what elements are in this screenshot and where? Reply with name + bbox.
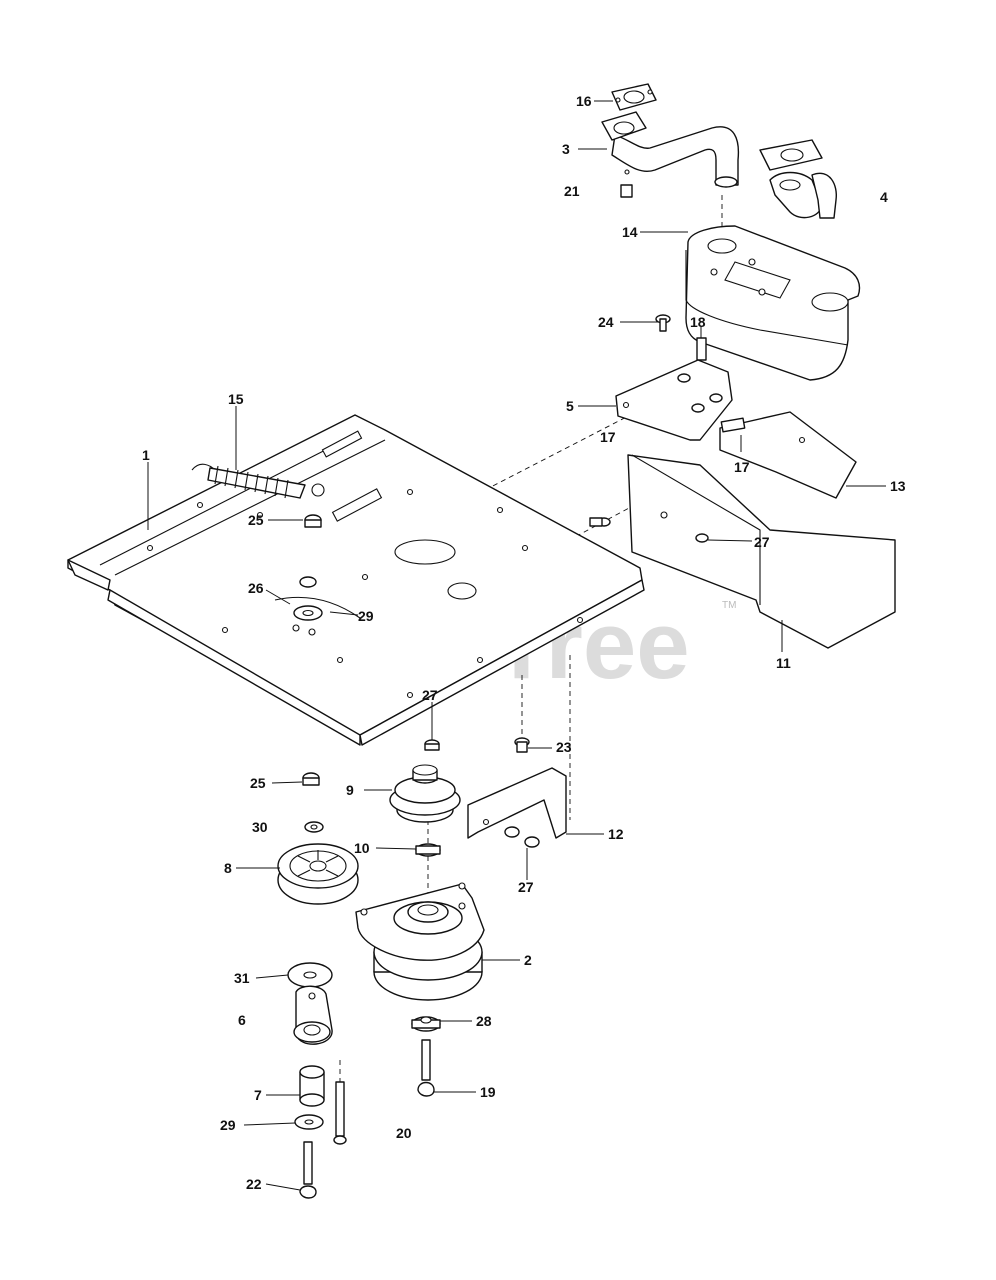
callout-8: 8 <box>224 860 232 876</box>
callout-25-upper: 25 <box>248 512 264 528</box>
callout-2: 2 <box>524 952 532 968</box>
washer-29 <box>294 1114 324 1130</box>
bolt-23 <box>514 737 530 753</box>
callout-23: 23 <box>556 739 572 755</box>
callout-14: 14 <box>622 224 638 240</box>
stud <box>696 337 707 361</box>
callout-12: 12 <box>608 826 624 842</box>
idler-pulley-upper <box>389 764 461 823</box>
heat-shield-lower <box>627 454 896 649</box>
washer-31 <box>287 962 333 988</box>
nut-lower <box>302 772 320 786</box>
callout-28: 28 <box>476 1013 492 1029</box>
callout-17-right: 17 <box>734 459 750 475</box>
exhaust-pipe <box>601 111 740 188</box>
clutch-bolt <box>417 1039 435 1097</box>
idler-pulley <box>277 843 359 905</box>
callout-27-lower: 27 <box>518 879 534 895</box>
callout-labels: 16 3 21 4 14 24 18 5 15 1 17 17 13 25 27… <box>142 93 906 1192</box>
muffler-bolt <box>655 314 671 332</box>
callout-7: 7 <box>254 1087 262 1103</box>
main-plate <box>67 414 645 746</box>
callout-5: 5 <box>566 398 574 414</box>
exhaust-gasket <box>611 83 657 111</box>
callout-21: 22 <box>246 1176 262 1192</box>
clutch-washer <box>411 1016 441 1032</box>
exhaust-pipe-alt <box>759 139 837 219</box>
leader-lines <box>147 100 886 1191</box>
callout-10: 10 <box>354 840 370 856</box>
callout-15: 15 <box>228 391 244 407</box>
heat-shield-upper <box>719 411 857 499</box>
muffler-bracket <box>615 359 733 441</box>
callout-11: 11 <box>776 655 791 671</box>
callout-4: 4 <box>880 189 888 205</box>
washer-30 <box>304 821 324 833</box>
callout-25-lower: 25 <box>250 775 266 791</box>
callout-31: 31 <box>234 970 250 986</box>
callout-6: 6 <box>238 1012 246 1028</box>
callout-17-left: 17 <box>600 429 616 445</box>
callout-16: 16 <box>576 93 592 109</box>
callout-13: 13 <box>890 478 906 494</box>
callout-29-upper: 29 <box>358 608 374 624</box>
callout-27-plate: 27 <box>422 687 438 703</box>
callout-24: 24 <box>598 314 614 330</box>
callout-18: 18 <box>690 314 706 330</box>
spring <box>191 463 325 499</box>
callout-9: 9 <box>346 782 354 798</box>
nut-27-plate <box>424 739 440 751</box>
callout-20: 19 <box>480 1084 496 1100</box>
callout-22: 21 <box>564 183 580 199</box>
bolt-17 <box>589 517 611 527</box>
callout-29-lower: 29 <box>220 1117 236 1133</box>
bushing <box>299 1065 325 1107</box>
nut-upper <box>304 514 322 528</box>
callout-26: 26 <box>248 580 264 596</box>
callout-1: 1 <box>142 447 150 463</box>
callout-3: 3 <box>562 141 570 157</box>
bracket-12 <box>467 767 567 848</box>
callout-19: 20 <box>396 1125 412 1141</box>
arm-bolt <box>299 1141 317 1199</box>
watermark-trademark: TM <box>722 600 736 611</box>
callout-30: 30 <box>252 819 268 835</box>
idler-arm <box>293 985 333 1045</box>
callout-27-right: 27 <box>754 534 770 550</box>
spacer <box>415 843 441 857</box>
pivot-assembly <box>292 576 323 636</box>
pin <box>333 1081 347 1145</box>
electric-clutch <box>355 882 485 1001</box>
bolt-small <box>620 169 633 198</box>
muffler <box>685 225 861 381</box>
